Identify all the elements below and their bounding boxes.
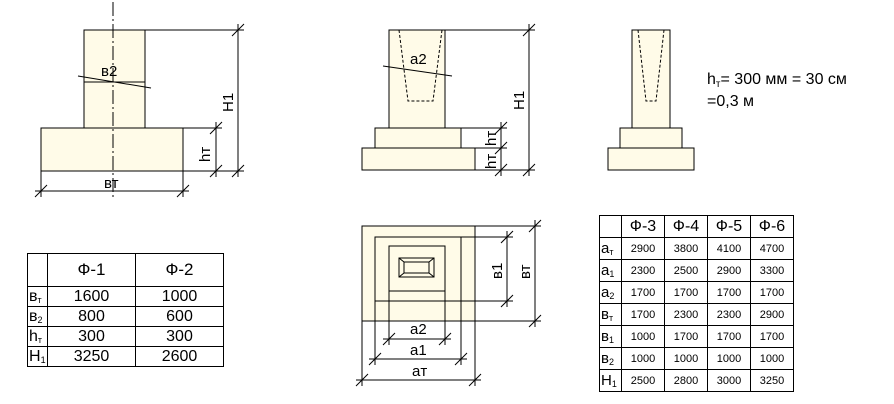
col-header: Ф-5 [707, 215, 751, 238]
fig2-column [388, 29, 446, 129]
cell: 1700 [750, 281, 794, 304]
row-symbol: aт [599, 237, 622, 260]
cell: 1000 [750, 347, 794, 370]
table-row: в1 1000 1700 1700 1700 [599, 325, 794, 348]
table-row: в2 800 600 [27, 306, 224, 327]
cell: 1700 [621, 281, 665, 304]
cell: 1000 [707, 347, 751, 370]
table-row: H1 3250 2600 [27, 346, 224, 367]
cell: 1000 [664, 347, 708, 370]
fig1-H1-label: H1 [220, 93, 237, 112]
plan-at-label: aт [412, 363, 427, 380]
cell: 1700 [621, 303, 665, 326]
table-row: вт 1600 1000 [27, 286, 224, 307]
fig2-ht-upper-label: hт [483, 131, 500, 146]
col-header: Ф-1 [47, 253, 136, 287]
row-symbol: H1 [27, 346, 48, 367]
table-f1-f2: Ф-1 Ф-2 вт 1600 1000 в2 800 600 hт 300 3… [27, 253, 224, 367]
row-symbol: hт [27, 326, 48, 347]
fig2-elevation: a2 H1 hт hт [361, 23, 536, 177]
fig2-ht-lower-label: hт [483, 154, 500, 169]
cell: 3250 [750, 369, 794, 392]
row-symbol: в2 [27, 306, 48, 327]
note-line-1: hт= 300 мм = 30 см [707, 71, 847, 90]
row-symbol: вт [27, 286, 48, 307]
cell: 2800 [664, 369, 708, 392]
table-f3-f6: Ф-3 Ф-4 Ф-5 Ф-6 aт 2900 3800 4100 4700 a… [599, 215, 794, 392]
table-row: a1 2300 2500 2900 3300 [599, 259, 794, 282]
cell: 300 [47, 326, 136, 347]
col-header: Ф-2 [135, 253, 224, 287]
col-header: Ф-4 [664, 215, 708, 238]
table-row: aт 2900 3800 4100 4700 [599, 237, 794, 260]
cell: 3250 [47, 346, 136, 367]
fig3-column [631, 29, 671, 129]
cell: 300 [135, 326, 224, 347]
table-row: a2 1700 1700 1700 1700 [599, 281, 794, 304]
row-symbol: a1 [599, 259, 622, 282]
cell: 1700 [707, 325, 751, 348]
cell: 600 [135, 306, 224, 327]
fig1-bt-label: вт [104, 175, 119, 192]
fig3-base [607, 147, 695, 171]
plan-view: в1 вт a2 a1 aт [355, 219, 542, 387]
cell: 2900 [750, 303, 794, 326]
row-symbol: в1 [599, 325, 622, 348]
note-line-2: =0,3 м [707, 93, 755, 110]
table-row: в2 1000 1000 1000 1000 [599, 347, 794, 370]
cell: 3000 [707, 369, 751, 392]
fig2-H1-label: H1 [511, 91, 528, 110]
row-symbol: в2 [599, 347, 622, 370]
cell: 2300 [621, 259, 665, 282]
cell: 3800 [664, 237, 708, 260]
fig3-step [619, 127, 683, 149]
cell: 2300 [664, 303, 708, 326]
cell: 800 [47, 306, 136, 327]
row-symbol: H1 [599, 369, 622, 392]
plan-a2-label: a2 [410, 321, 427, 338]
cell: 2300 [707, 303, 751, 326]
cell: 1000 [621, 347, 665, 370]
fig1-b2-label: в2 [101, 63, 117, 80]
fig1-ht-label: hт [197, 147, 214, 162]
fig3-side-elevation [607, 29, 695, 171]
cell: 2900 [707, 259, 751, 282]
cell: 1000 [135, 286, 224, 307]
fig2-a2-label: a2 [410, 51, 427, 68]
cell: 2600 [135, 346, 224, 367]
col-header: Ф-3 [621, 215, 665, 238]
plan-b1-label: в1 [489, 263, 506, 279]
table-row: hт 300 300 [27, 326, 224, 347]
cell: 4100 [707, 237, 751, 260]
plan-a1-label: a1 [410, 342, 427, 359]
cell: 4700 [750, 237, 794, 260]
row-symbol: вт [599, 303, 622, 326]
plan-column [388, 245, 446, 292]
plan-bt-label: вт [517, 264, 534, 279]
cell: 2900 [621, 237, 665, 260]
row-symbol: a2 [599, 281, 622, 304]
fig2-base [361, 147, 476, 171]
cell: 2500 [664, 259, 708, 282]
fig1-elevation: в2 H1 hт вт [34, 2, 245, 200]
cell: 2500 [621, 369, 665, 392]
table-row: H1 2500 2800 3000 3250 [599, 369, 794, 392]
col-header: Ф-6 [750, 215, 794, 238]
cell: 3300 [750, 259, 794, 282]
fig1-base [40, 127, 184, 172]
cell: 1000 [621, 325, 665, 348]
cell: 1600 [47, 286, 136, 307]
cell: 1700 [664, 325, 708, 348]
cell: 1700 [707, 281, 751, 304]
table-row: вт 1700 2300 2300 2900 [599, 303, 794, 326]
cell: 1700 [750, 325, 794, 348]
cell: 1700 [664, 281, 708, 304]
fig2-step [374, 127, 462, 149]
